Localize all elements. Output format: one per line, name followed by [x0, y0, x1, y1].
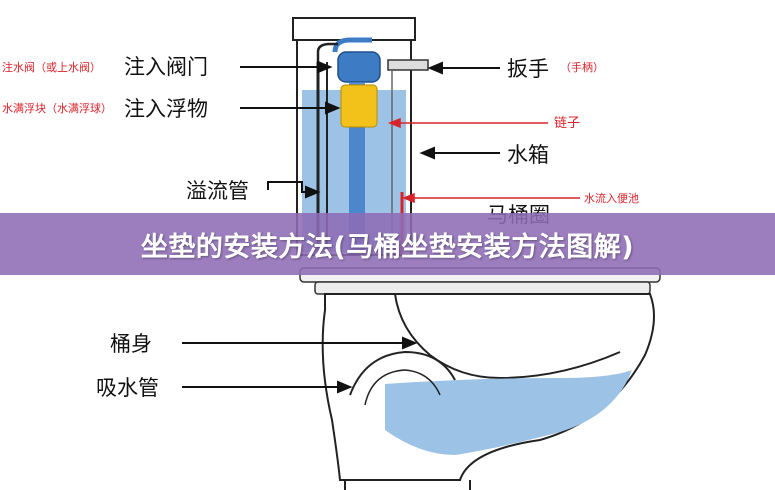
banner-title: 坐垫的安装方法(马桶坐垫安装方法图解): [140, 231, 635, 263]
tank-lid: [292, 17, 416, 41]
label-float: 注入浮物: [124, 97, 208, 121]
arrows: [182, 60, 500, 394]
label-overflow-tube: 溢流管: [186, 179, 249, 203]
label-float-red: 水满浮块（水满浮球）: [2, 101, 112, 115]
label-flush-red: 水流入便池: [584, 191, 639, 205]
bowl: [321, 293, 655, 490]
label-handle-red: （手柄）: [560, 60, 604, 74]
label-handle: 扳手: [507, 57, 549, 81]
float-block: [340, 84, 378, 128]
bowl-water: [385, 370, 632, 455]
label-fill-valve-red: 注水阀（或上水阀）: [2, 60, 101, 74]
label-tank: 水箱: [507, 143, 549, 167]
label-bowl: 桶身: [110, 332, 152, 356]
label-fill-valve: 注入阀门: [124, 55, 208, 79]
title-banner: 坐垫的安装方法(马桶坐垫安装方法图解): [0, 213, 775, 275]
label-chain-red: 链子: [554, 116, 580, 131]
siphon-pipe: [349, 350, 456, 396]
red-arrows: [387, 117, 580, 204]
label-siphon: 吸水管: [96, 376, 159, 400]
